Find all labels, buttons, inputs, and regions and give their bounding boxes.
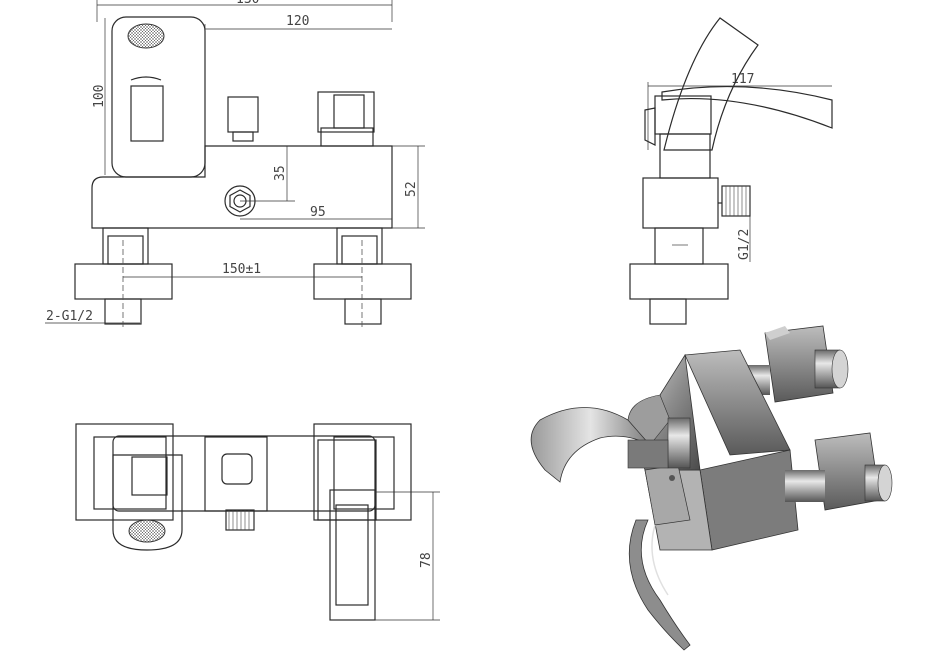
dim-centers: 150±1 <box>222 262 261 277</box>
top-view: 78 <box>75 423 440 621</box>
dim-overall-top: 130 <box>236 0 259 7</box>
dim-body-height: 52 <box>404 181 419 197</box>
dim-spout: 117 <box>731 72 754 87</box>
front-view: 130 120 100 35 95 <box>45 0 425 330</box>
faucet-render <box>530 325 893 651</box>
dim-inlet-height: 35 <box>273 165 288 181</box>
dim-inlet-offset: 95 <box>310 205 326 220</box>
dim-height: 100 <box>92 85 107 108</box>
side-view: 117 G1/2 <box>629 17 833 325</box>
dim-width: 120 <box>286 14 309 29</box>
dim-thread: G1/2 <box>737 229 752 260</box>
dim-connection: 2-G1/2 <box>46 309 93 324</box>
dim-handle: 78 <box>419 552 434 568</box>
